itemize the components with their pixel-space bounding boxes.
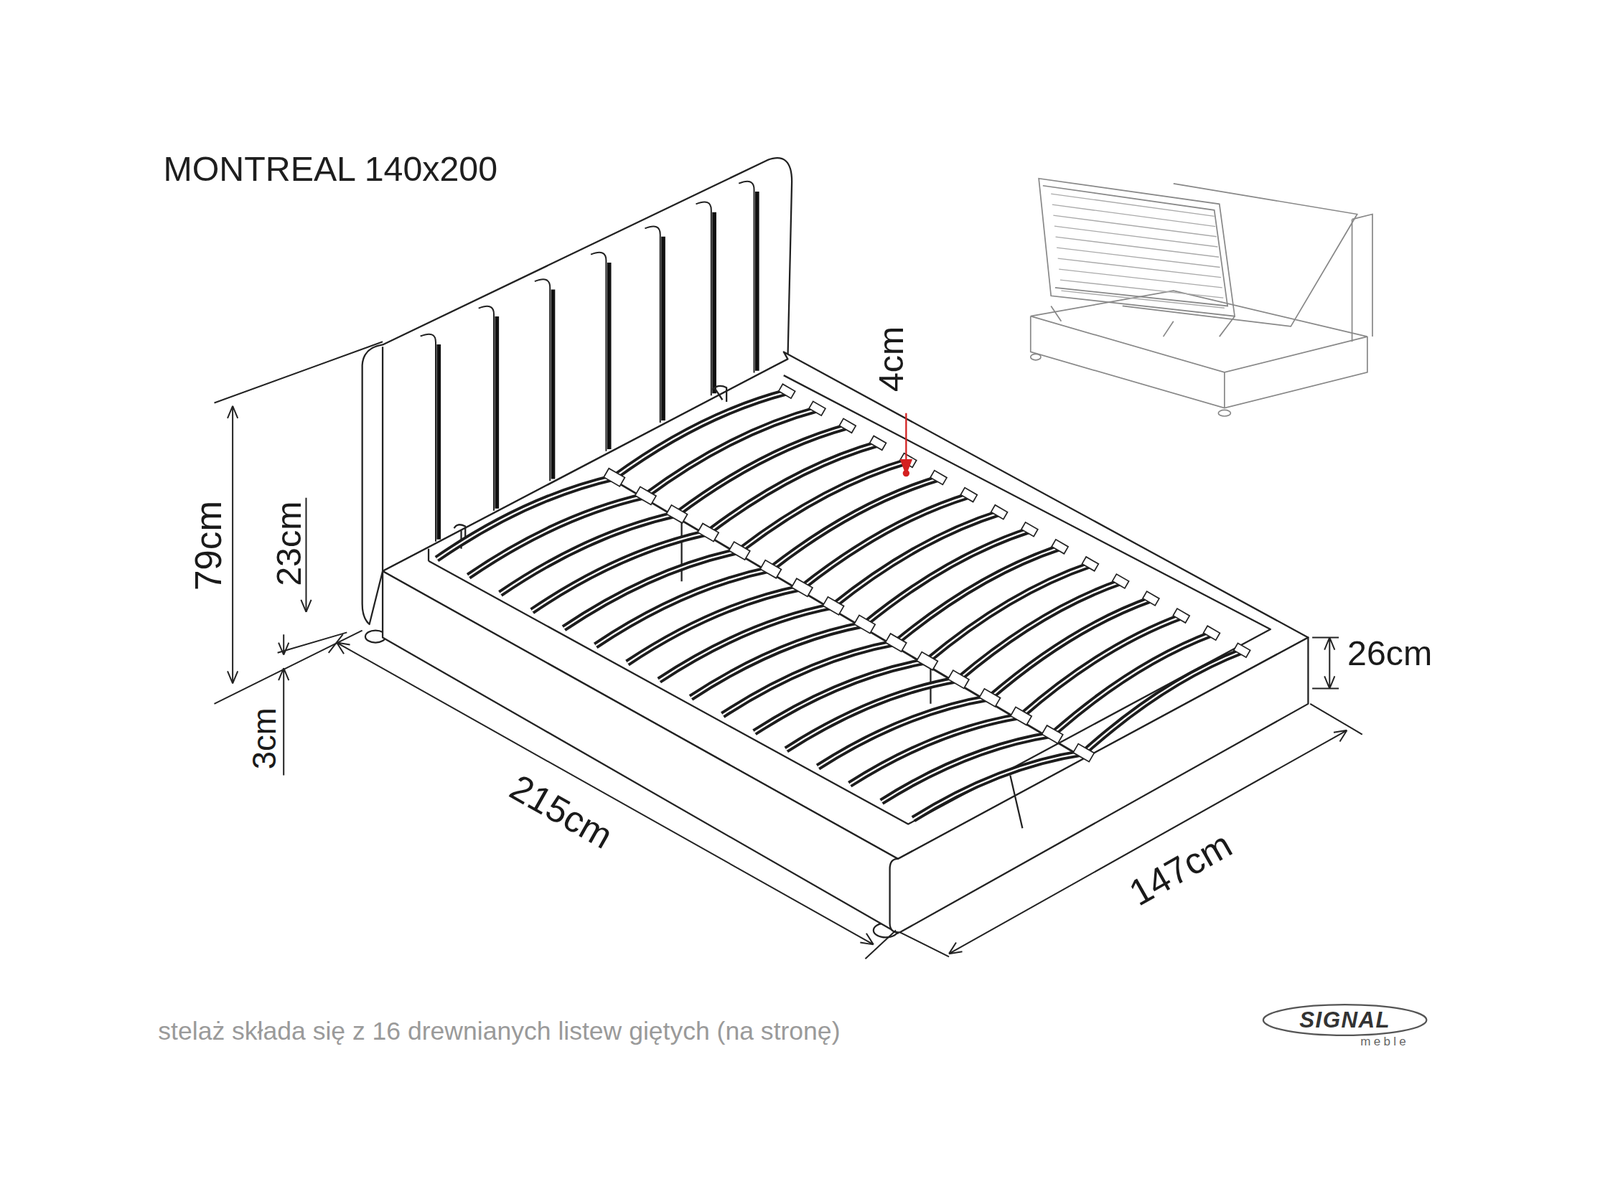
slat-holder [1010, 707, 1032, 725]
slat-highlight [722, 547, 1061, 716]
channel-groove [661, 236, 666, 421]
mini-slat [1050, 193, 1214, 217]
slat-holder [885, 633, 906, 652]
dimension-label: 79cm [190, 501, 228, 591]
logo-subtext: meble [1360, 1035, 1410, 1049]
slat-holder [839, 418, 856, 433]
slat-holder [808, 401, 826, 416]
mini-slat [1060, 290, 1224, 308]
slat-highlight [658, 512, 1000, 681]
slat [754, 564, 1092, 733]
slat-holder [854, 615, 876, 634]
slat [881, 633, 1213, 802]
channel-line [696, 201, 712, 396]
dimension-label: 3cm [247, 707, 280, 770]
slat-holder [635, 486, 657, 505]
slat [722, 547, 1061, 716]
slat-highlight [849, 616, 1183, 785]
channel-line [478, 306, 494, 512]
channel-groove [436, 344, 441, 540]
mini-slat [1058, 269, 1222, 288]
slat-holder [930, 470, 947, 486]
mini-slat [1054, 226, 1218, 247]
slat-holder [603, 468, 625, 487]
logo-text: SIGNAL [1299, 1009, 1391, 1032]
channel-groove [712, 212, 717, 395]
slat [786, 582, 1122, 751]
slat-holder [1073, 744, 1094, 763]
slat-highlight [913, 651, 1243, 820]
slat [690, 529, 1031, 698]
channel-line [534, 279, 550, 481]
dimension-label: 23cm [271, 501, 306, 587]
slat [849, 616, 1183, 785]
slat-holder [916, 652, 938, 671]
slat-holder [778, 384, 796, 399]
dimension-label: 26cm [1347, 635, 1433, 671]
channel-line [590, 252, 606, 452]
slat-holder [666, 505, 687, 524]
mini-slat [1052, 204, 1216, 227]
mini-slat [1058, 258, 1221, 278]
slat-holder [1041, 725, 1063, 744]
slat-holder [791, 578, 813, 597]
slat [658, 512, 1000, 681]
slat-holder [729, 541, 751, 560]
slat-holder [869, 435, 887, 451]
slat-holder [948, 670, 970, 689]
slat-holder [1233, 643, 1251, 658]
slat-holder [1112, 574, 1130, 589]
slat-holder [760, 560, 781, 579]
slat-highlight [786, 582, 1122, 751]
mini-slat [1056, 247, 1220, 268]
slat-holder [1142, 591, 1160, 606]
slat-holder [1172, 608, 1190, 624]
slat-holder [697, 523, 719, 542]
slat [595, 478, 940, 647]
slat-holder [979, 689, 1000, 708]
dimension-label: 215cm [503, 768, 619, 855]
mini-slat [1053, 215, 1216, 237]
channel-groove [607, 262, 612, 450]
slat-holder [1081, 557, 1099, 572]
channel-groove [755, 191, 760, 372]
dimension-label: 4cm [873, 326, 909, 392]
slat-holder [822, 597, 844, 616]
mini-slat [1055, 236, 1219, 257]
channel-line [738, 181, 754, 374]
channel-groove [551, 289, 556, 479]
channel-groove [494, 316, 499, 509]
slat-highlight [690, 529, 1031, 698]
slat-holder [1203, 625, 1220, 641]
slat-highlight [595, 478, 940, 647]
mini-slat [1060, 279, 1224, 298]
slat-holder [1021, 522, 1038, 537]
caption: stelaż składa się z 16 drewnianych liste… [157, 1018, 840, 1045]
slat-highlight [881, 633, 1213, 802]
channel-line [644, 226, 660, 423]
dimension-label: 147cm [1123, 826, 1238, 913]
slat-highlight [818, 599, 1153, 768]
slat [627, 495, 970, 664]
slat-holder [1051, 539, 1069, 555]
slat-highlight [627, 495, 970, 664]
slat-holder [991, 505, 1008, 520]
title: MONTREAL 140x200 [162, 150, 498, 186]
slat-holder [960, 488, 977, 503]
slat [913, 651, 1243, 820]
slat-highlight [754, 564, 1092, 733]
channel-line [420, 334, 436, 542]
slat [818, 599, 1153, 768]
